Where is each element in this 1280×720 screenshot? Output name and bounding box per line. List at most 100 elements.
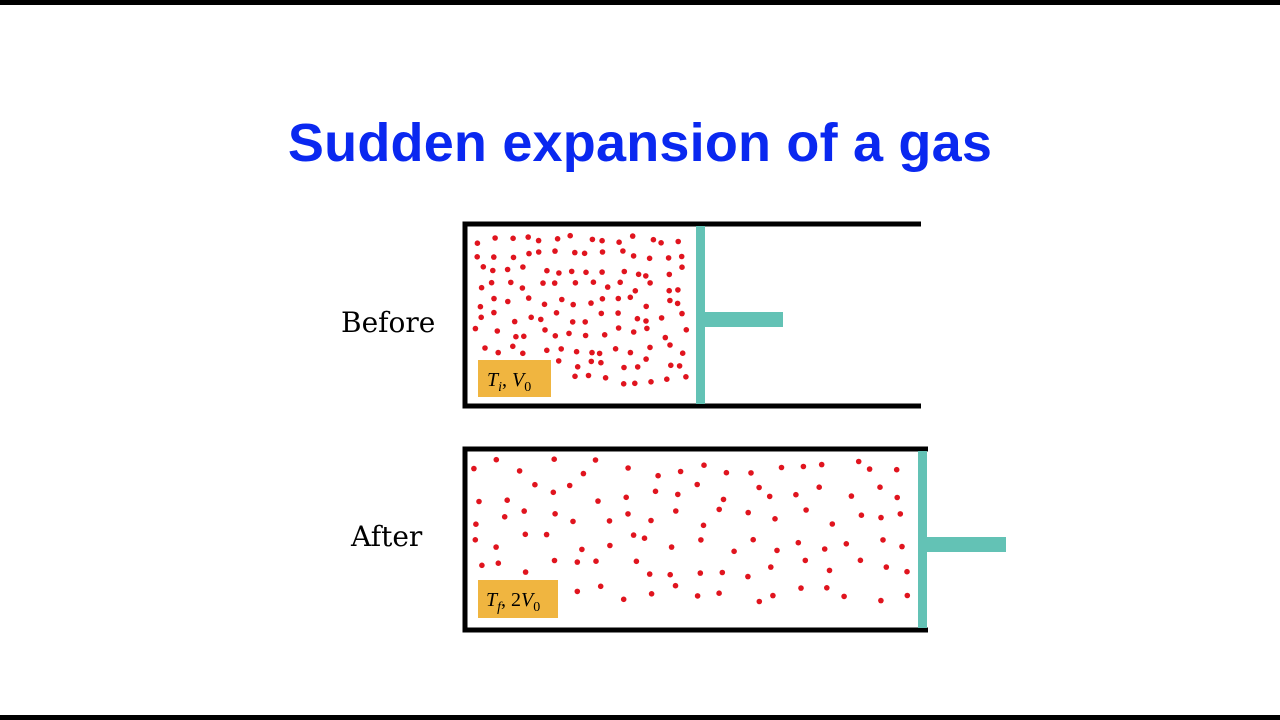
gas-particle xyxy=(770,592,776,599)
gas-particle xyxy=(855,458,862,465)
gas-particle xyxy=(683,374,689,380)
gas-particle xyxy=(492,235,498,241)
gas-particle xyxy=(877,484,883,491)
after-cylinder-wall xyxy=(462,446,928,633)
gas-particle xyxy=(658,315,665,321)
gas-particle xyxy=(592,457,599,463)
gas-particle xyxy=(535,249,542,255)
gas-particle xyxy=(683,327,690,333)
gas-particle xyxy=(615,310,621,316)
gas-particle xyxy=(617,279,623,286)
gas-particle xyxy=(798,585,804,591)
gas-particle xyxy=(478,284,485,291)
gas-particle xyxy=(750,536,756,543)
gas-particle xyxy=(634,364,641,370)
gas-particle xyxy=(472,537,479,543)
gas-particle xyxy=(476,498,482,505)
gas-particle xyxy=(665,255,672,261)
gas-particle xyxy=(604,284,611,290)
gas-particle xyxy=(621,364,627,371)
gas-particle xyxy=(521,333,527,340)
gas-particle xyxy=(667,297,673,304)
gas-particle xyxy=(745,573,751,580)
gas-particle xyxy=(821,546,828,552)
gas-particle xyxy=(700,522,707,529)
gas-particle xyxy=(893,466,900,473)
gas-particle xyxy=(510,254,517,261)
gas-particle xyxy=(675,287,681,293)
gas-particle xyxy=(494,328,501,334)
gas-particle xyxy=(520,264,526,270)
gas-particle xyxy=(477,303,484,310)
gas-particle xyxy=(800,463,807,470)
gas-particle xyxy=(567,232,573,239)
gas-particle xyxy=(698,537,704,543)
gas-particle xyxy=(677,468,684,475)
gas-particle xyxy=(615,325,622,331)
gas-particle xyxy=(478,314,485,321)
gas-particle xyxy=(574,588,581,595)
gas-particle xyxy=(672,582,679,589)
gas-particle xyxy=(542,327,548,333)
gas-particle xyxy=(579,546,585,553)
gas-particle xyxy=(570,301,576,308)
bottom-border xyxy=(0,715,1280,720)
gas-particle xyxy=(513,333,519,340)
after-particles xyxy=(471,456,911,605)
after-state-label: Tf, 2V0 xyxy=(486,589,540,615)
after-piston-plate xyxy=(918,451,927,628)
gas-particle xyxy=(647,344,653,351)
gas-particle xyxy=(897,511,904,517)
gas-particle xyxy=(505,298,511,305)
gas-particle xyxy=(599,296,606,302)
gas-particle xyxy=(668,544,675,550)
gas-particle xyxy=(679,310,685,317)
gas-particle xyxy=(504,266,511,273)
gas-particle xyxy=(778,464,785,471)
gas-particle xyxy=(662,334,669,341)
before-particles xyxy=(472,232,690,387)
gas-particle xyxy=(552,333,559,339)
gas-particle xyxy=(679,350,686,357)
after-label: After xyxy=(350,520,423,553)
gas-particle xyxy=(633,558,640,565)
gas-particle xyxy=(646,571,653,577)
gas-particle xyxy=(590,279,597,286)
gas-particle xyxy=(716,590,722,596)
gas-particle xyxy=(641,535,648,541)
gas-particle xyxy=(674,300,681,307)
gas-particle xyxy=(588,300,594,306)
gas-particle xyxy=(625,511,631,517)
before-piston-plate xyxy=(696,226,705,404)
gas-particle xyxy=(474,253,481,260)
gas-particle xyxy=(598,359,604,366)
gas-particle xyxy=(491,254,497,260)
gas-particle xyxy=(550,489,557,496)
gas-particle xyxy=(694,593,701,599)
gas-particle xyxy=(582,332,589,339)
gas-particle xyxy=(521,508,527,514)
gas-particle xyxy=(495,349,502,356)
gas-particle xyxy=(581,250,588,257)
gas-particle xyxy=(543,531,550,538)
gas-particle xyxy=(666,271,673,278)
gas-particle xyxy=(551,280,558,286)
gas-particle xyxy=(556,270,562,276)
gas-particle xyxy=(566,482,573,489)
gas-particle xyxy=(620,248,626,254)
gas-particle xyxy=(526,250,532,257)
gas-particle xyxy=(768,564,774,570)
gas-particle xyxy=(880,537,886,543)
gas-particle xyxy=(793,491,799,498)
gas-particle xyxy=(627,294,634,301)
gas-particle xyxy=(589,349,595,356)
gas-particle xyxy=(573,348,580,355)
gas-particle xyxy=(818,461,825,468)
gas-particle xyxy=(620,381,627,387)
gas-particle xyxy=(756,484,762,491)
before-piston-rod xyxy=(705,312,783,327)
gas-particle xyxy=(585,372,592,379)
gas-particle xyxy=(616,239,622,245)
gas-particle xyxy=(599,249,606,255)
gas-particle xyxy=(522,569,529,575)
